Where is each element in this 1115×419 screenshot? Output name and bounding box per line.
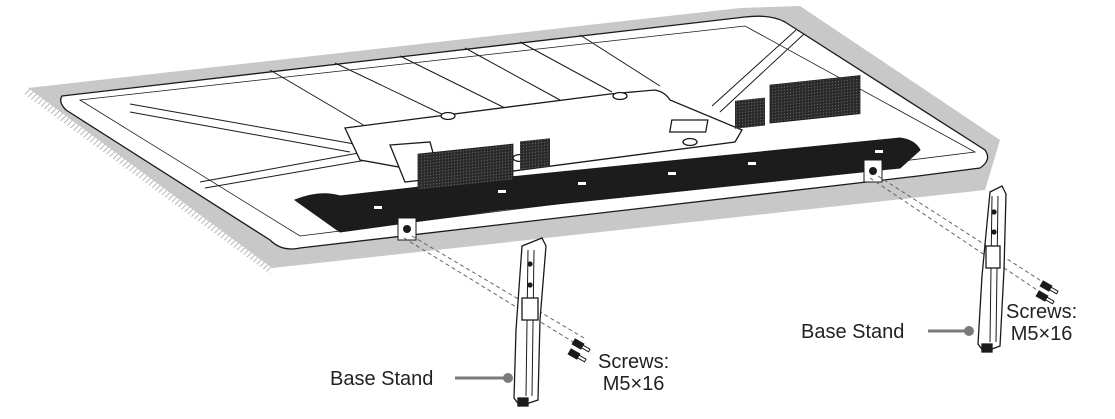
screws-left-title: Screws:: [598, 351, 670, 373]
screws-right-size: M5×16: [1010, 323, 1073, 345]
base-stand-left: [513, 237, 547, 407]
screws-left-label: Screws: M5×16: [598, 351, 669, 395]
leader-lines: [455, 326, 974, 383]
alignment-lines: [403, 175, 1047, 346]
screws-left-size: M5×16: [602, 373, 665, 395]
screws-right-title: Screws:: [1006, 301, 1078, 323]
base-stand-right: [977, 185, 1007, 353]
base-stand-left-label: Base Stand: [330, 368, 434, 390]
screws-right: [1035, 280, 1059, 305]
tv-back-panel: [60, 15, 989, 250]
screws-right-label: Screws: M5×16: [1006, 301, 1077, 345]
screws-left: [567, 338, 591, 363]
base-stand-right-label: Base Stand: [801, 321, 905, 343]
port-panel: [293, 75, 921, 241]
